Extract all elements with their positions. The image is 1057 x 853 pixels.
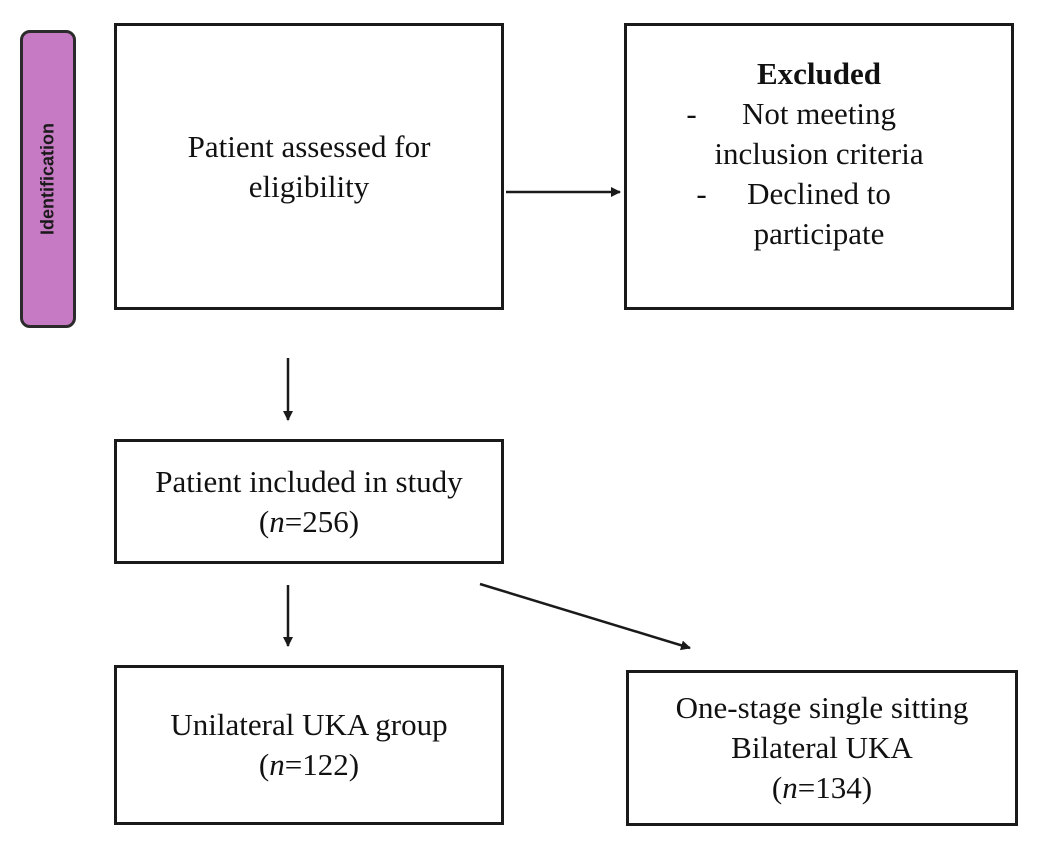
assessed-line1: Patient assessed for: [187, 128, 431, 164]
excluded-title: Excluded: [756, 56, 882, 91]
unilateral-n-symbol: n: [269, 747, 285, 782]
excluded-item-line1: Declined to: [747, 176, 891, 211]
included-n-symbol: n: [269, 503, 285, 539]
bilateral-n-symbol: n: [782, 770, 798, 805]
assessed-box: Patient assessed for eligibility: [114, 23, 504, 310]
bilateral-n-prefix: (: [771, 770, 783, 805]
arrow-included-to-bilateral: [479, 582, 691, 651]
included-box: Patient included in study (n=256): [114, 439, 504, 564]
included-line1: Patient included in study: [155, 463, 463, 499]
excluded-item: - Declined to participate: [696, 174, 923, 254]
bilateral-n-value: =134): [797, 770, 873, 805]
included-n: (n=256): [259, 502, 359, 542]
excluded-item-dash: -: [686, 96, 697, 131]
excluded-item: - Not meeting inclusion criteria: [686, 94, 924, 174]
unilateral-line1: Unilateral UKA group: [170, 707, 448, 742]
excluded-box: Excluded - Not meeting inclusion criteri…: [624, 23, 1014, 310]
unilateral-box: Unilateral UKA group (n=122): [114, 665, 504, 825]
unilateral-n-value: =122): [284, 747, 360, 782]
identification-phase-label: Identification: [20, 30, 76, 328]
included-n-value: =256): [284, 503, 360, 539]
bilateral-box: One-stage single sitting Bilateral UKA (…: [626, 670, 1018, 826]
excluded-item-line1: Not meeting: [741, 96, 897, 131]
unilateral-n-prefix: (: [258, 747, 270, 782]
bilateral-line2: Bilateral UKA: [731, 730, 913, 765]
excluded-item-line2: participate: [753, 216, 885, 251]
unilateral-n: (n=122): [259, 745, 359, 785]
excluded-item-dash: -: [696, 176, 707, 211]
bilateral-line1: One-stage single sitting: [675, 690, 969, 725]
excluded-item-line2: inclusion criteria: [714, 136, 924, 171]
included-n-prefix: (: [258, 503, 270, 539]
bilateral-n: (n=134): [772, 768, 872, 808]
assessed-line2: eligibility: [248, 168, 370, 204]
